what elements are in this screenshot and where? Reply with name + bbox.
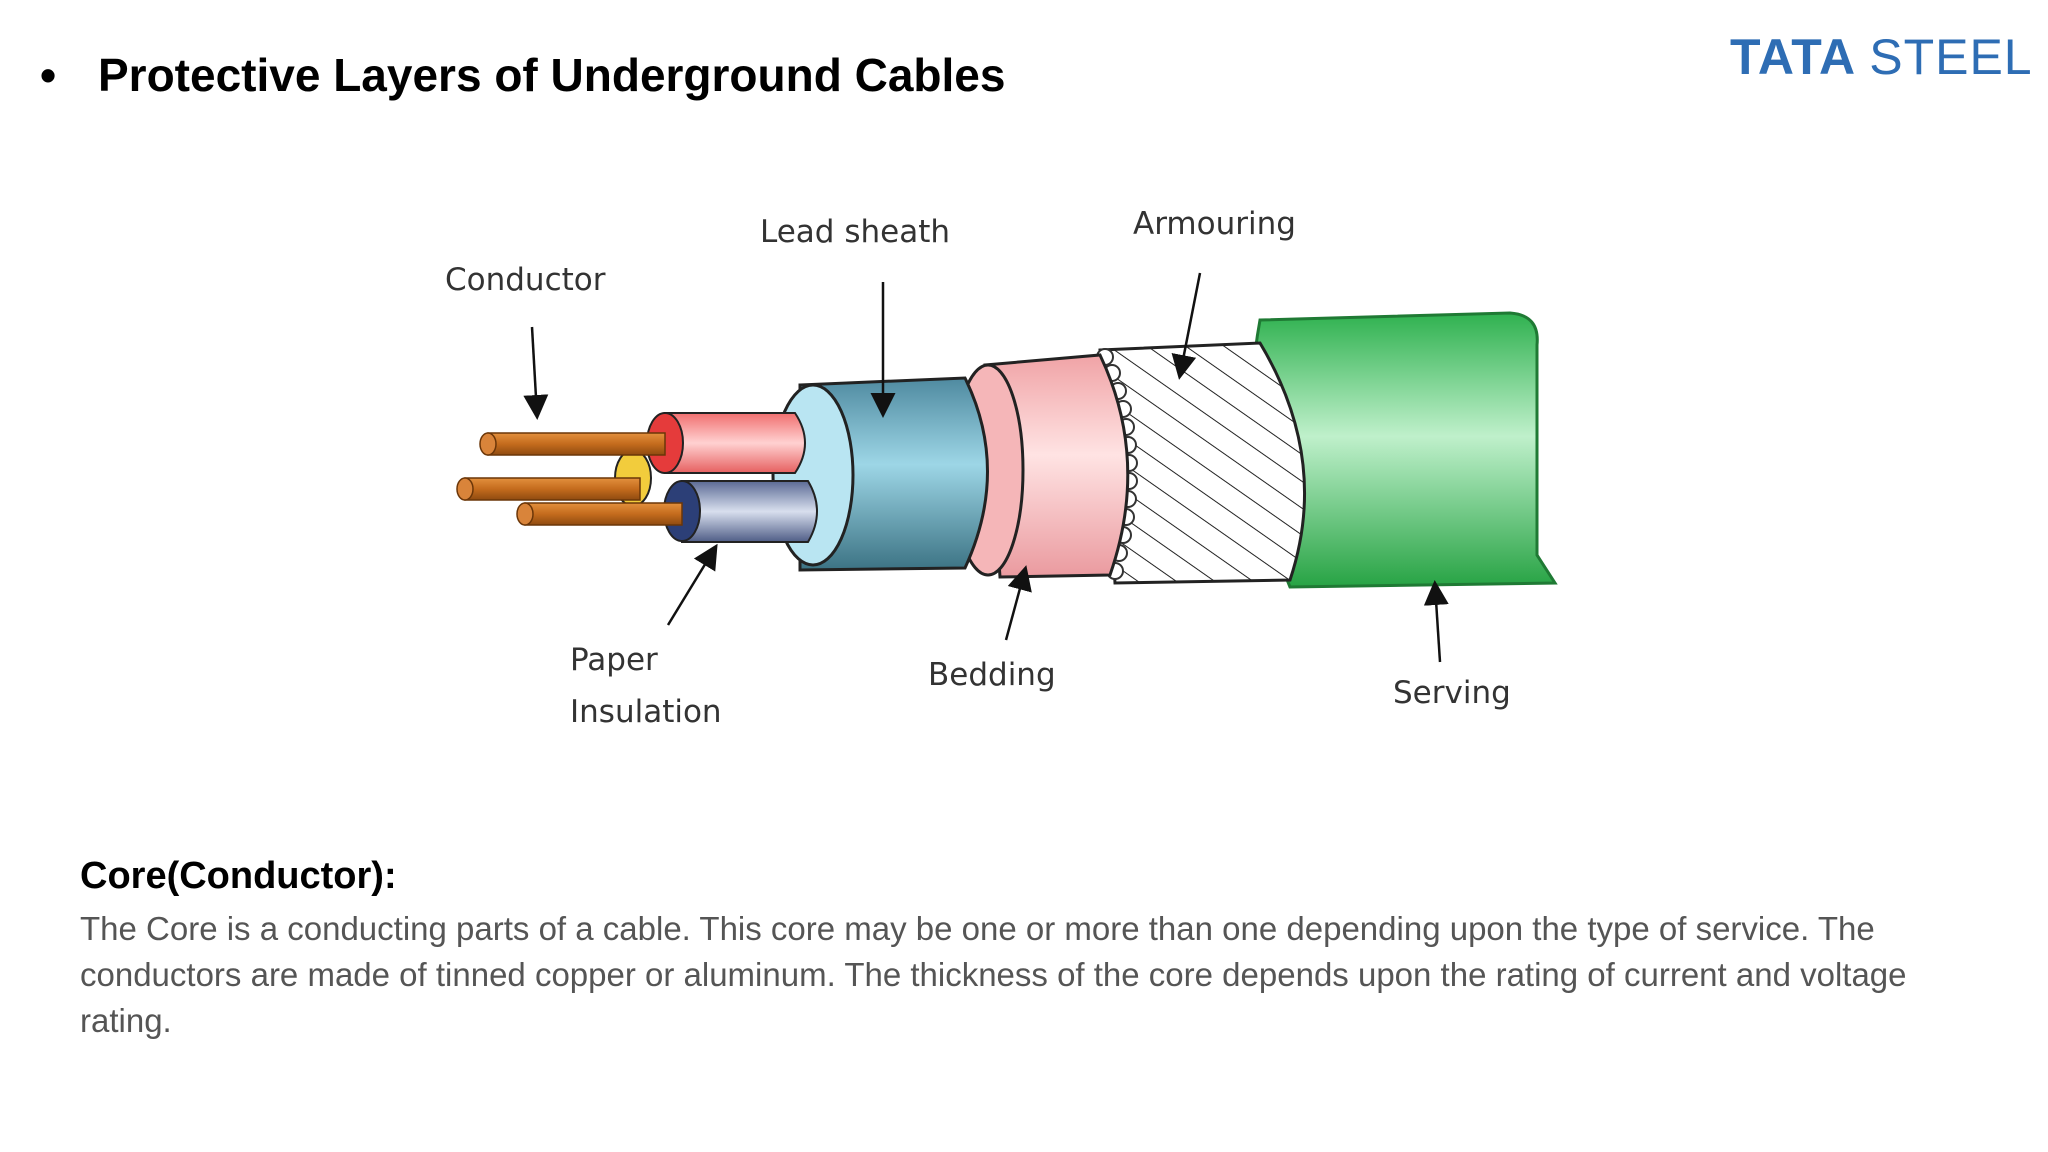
section-heading: Core(Conductor): — [80, 855, 397, 897]
armouring-layer — [1096, 341, 1307, 585]
label-bedding: Bedding — [928, 657, 1056, 693]
bullet-icon: • — [40, 49, 57, 101]
label-lead-sheath: Lead sheath — [760, 214, 950, 250]
cable-diagram: Conductor Lead sheath Armouring Paper In… — [445, 206, 1558, 730]
logo-word-tata: TATA — [1730, 29, 1855, 85]
section-body: The Core is a conducting parts of a cabl… — [80, 910, 1907, 1039]
tata-steel-logo: TATA STEEL — [1730, 28, 2033, 86]
title-text: Protective Layers of Underground Cables — [98, 49, 1006, 101]
logo-word-steel: STEEL — [1869, 29, 2033, 85]
pointer-arrows — [523, 272, 1449, 663]
slide-title: • Protective Layers of Underground Cables — [40, 48, 1005, 102]
label-paper: Paper — [570, 642, 658, 678]
label-armouring: Armouring — [1133, 206, 1296, 242]
label-conductor: Conductor — [445, 262, 606, 298]
copper-conductors — [456, 432, 683, 526]
core-conductor-section: Core(Conductor): The Core is a conductin… — [80, 855, 1980, 1044]
label-serving: Serving — [1393, 675, 1511, 711]
label-insulation: Insulation — [570, 694, 722, 730]
